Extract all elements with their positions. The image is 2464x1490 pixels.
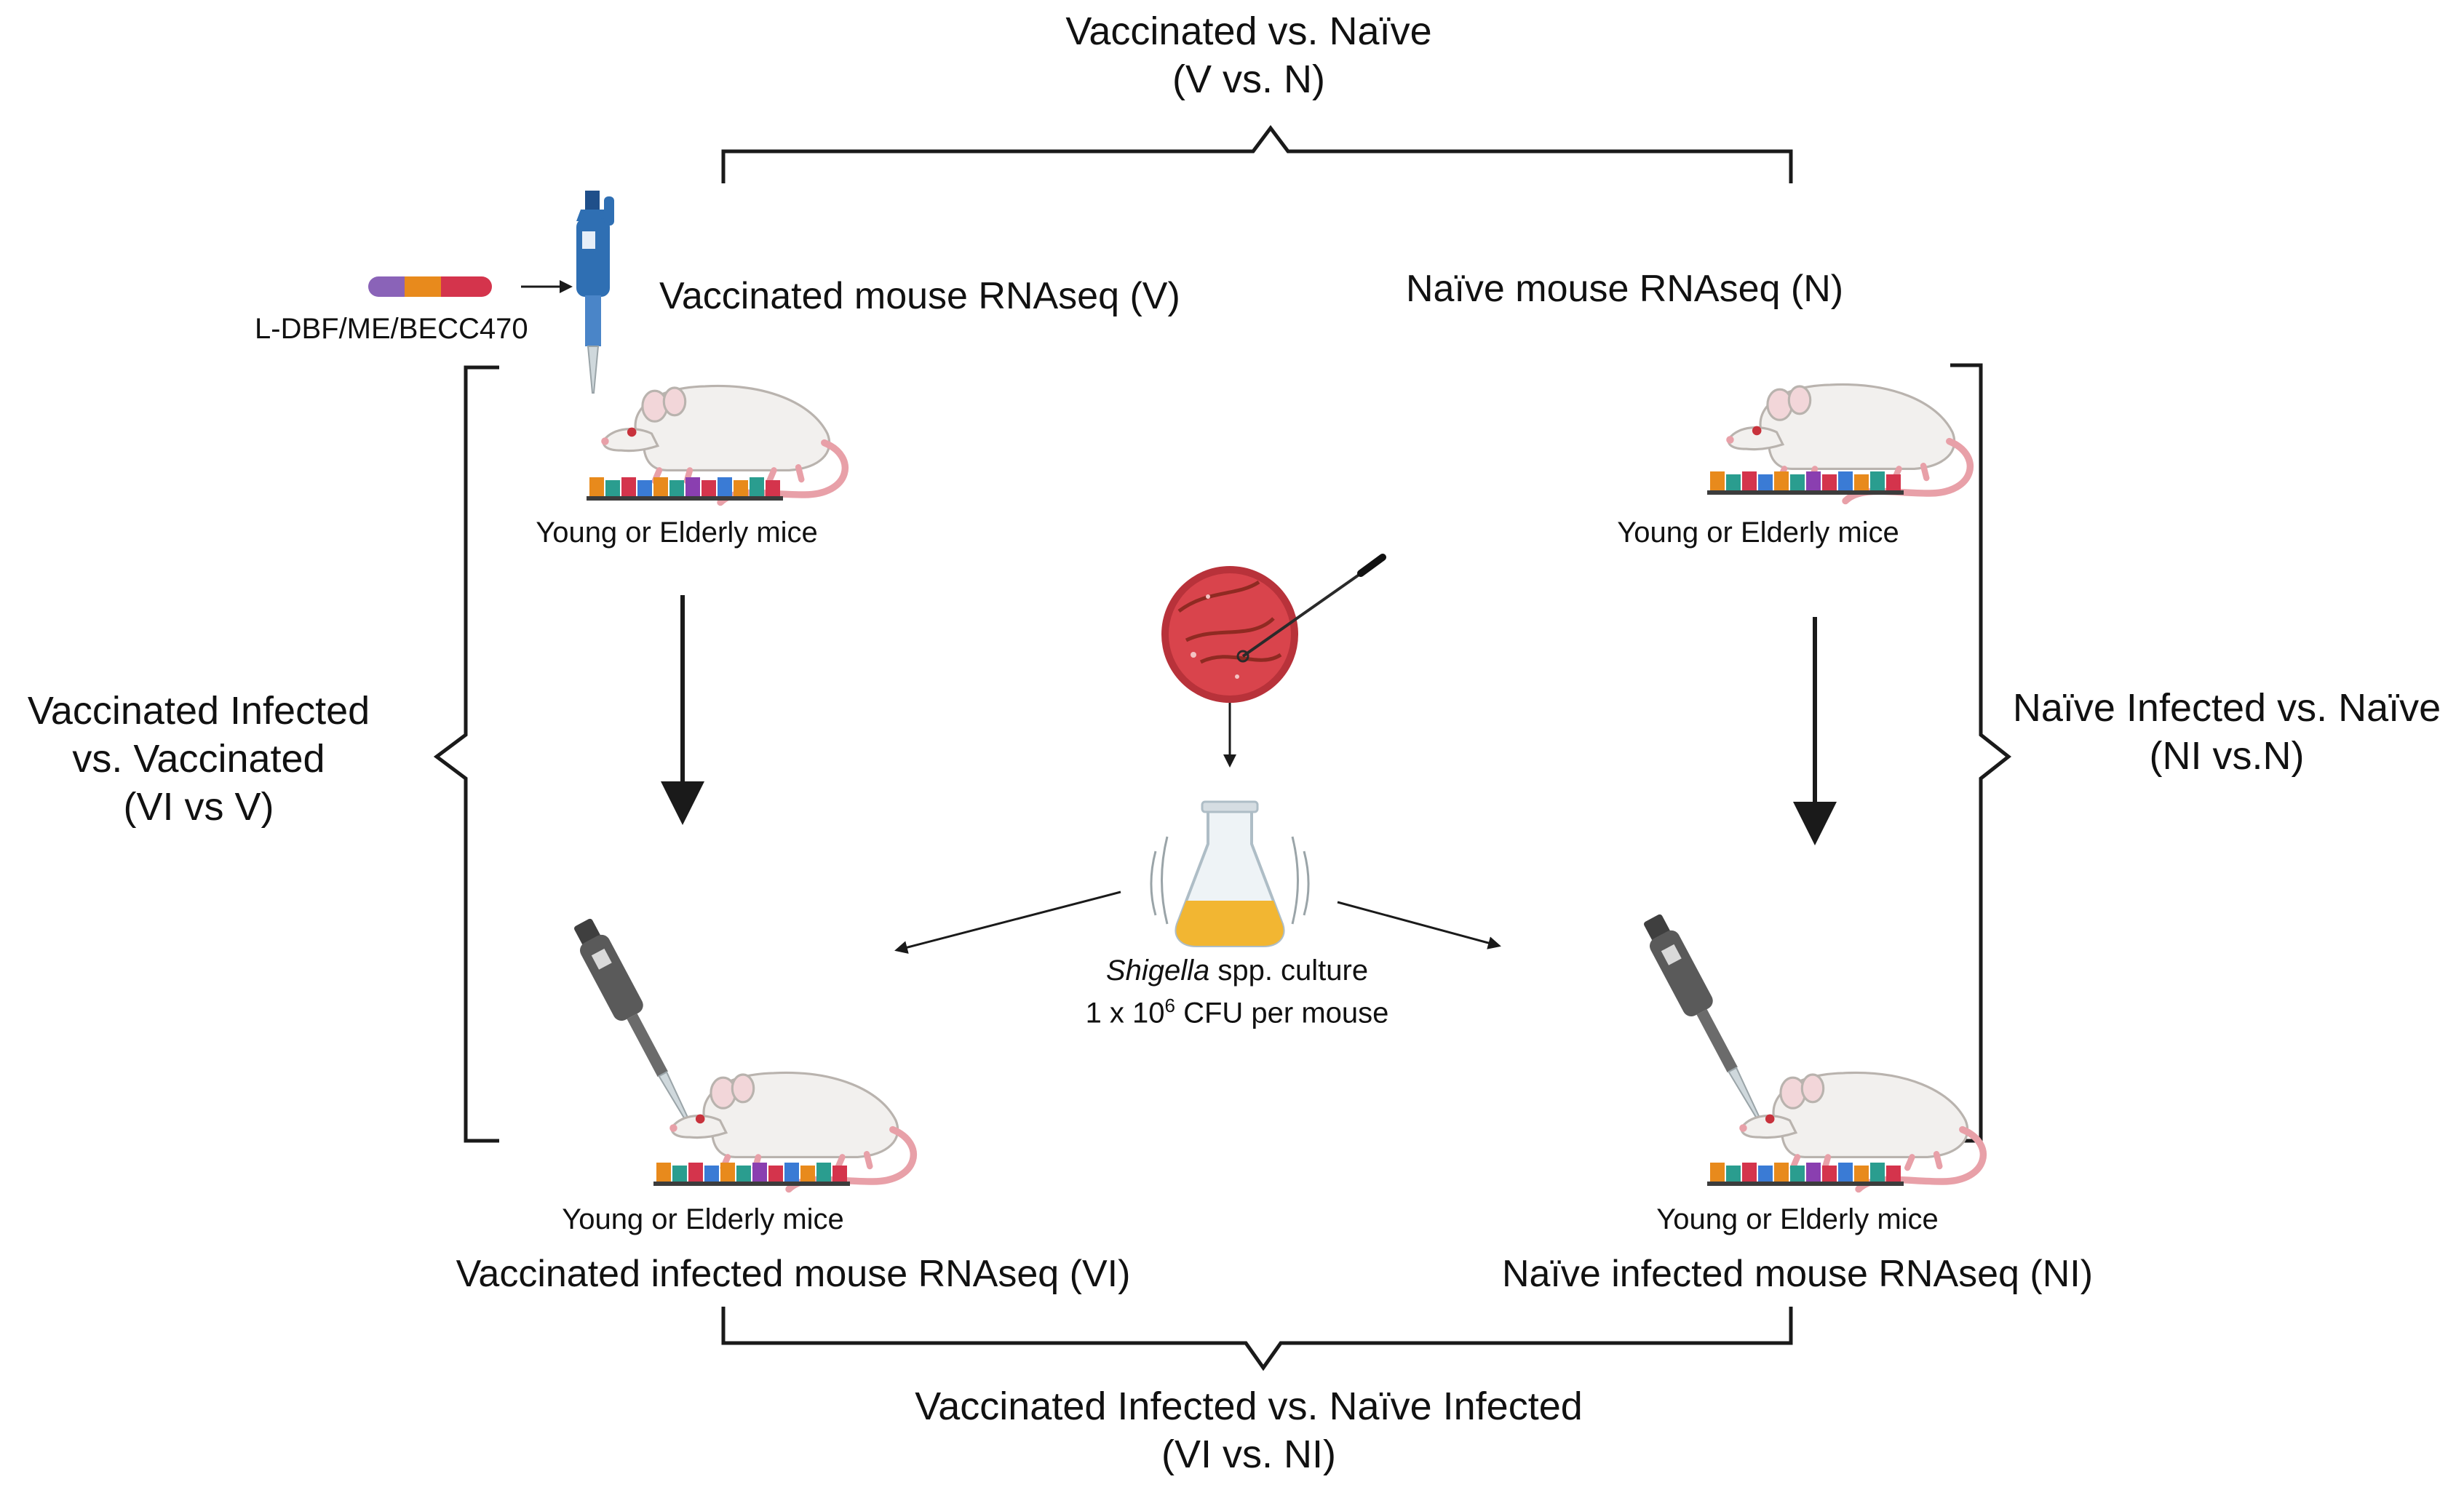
- dose-suffix: CFU per mouse: [1175, 997, 1389, 1029]
- naive-infected-group-title: Naïve infected mouse RNAseq (NI): [1501, 1253, 2094, 1295]
- naive-group-title: Naïve mouse RNAseq (N): [1406, 268, 1844, 310]
- mouse-caption-naive-infected: Young or Elderly mice: [1656, 1203, 1939, 1235]
- culture-label: Shigella spp. culture 1 x 106 CFU per mo…: [1033, 953, 1441, 1030]
- rna-sequence-icon: [1707, 1163, 1904, 1186]
- rna-sequence-icon: [1707, 471, 1904, 495]
- arrow-culture-to-naive-infected: [1337, 901, 1501, 949]
- right-comparison-label: Naïve Infected vs. Naïve (NI vs.N): [2012, 686, 2441, 778]
- dose-prefix: 1 x 10: [1085, 997, 1165, 1029]
- syringe-pipette-icon: [576, 191, 614, 394]
- arrow-culture-to-vaccinated-infected: [894, 891, 1121, 954]
- culture-flask-icon: [1150, 800, 1310, 947]
- adjuvant-capsule-icon: [368, 276, 492, 297]
- dose-exponent: 6: [1164, 995, 1175, 1016]
- syringe-pipette-icon: [1637, 909, 1780, 1139]
- top-comparison-label: Vaccinated vs. Naïve (V vs. N): [1065, 9, 1432, 101]
- mouse-caption-naive: Young or Elderly mice: [1617, 517, 1899, 549]
- mouse-caption-vaccinated: Young or Elderly mice: [536, 517, 818, 549]
- vaccinated-group-title: Vaccinated mouse RNAseq (V): [659, 275, 1180, 317]
- organism-name: Shigella: [1105, 955, 1210, 987]
- mouse-caption-vaccinated-infected: Young or Elderly mice: [562, 1203, 844, 1235]
- bottom-bracket: [721, 1307, 1793, 1371]
- culture-suffix: spp. culture: [1209, 955, 1369, 987]
- left-bracket: [433, 365, 499, 1143]
- bottom-comparison-label: Vaccinated Infected vs. Naïve Infected (…: [915, 1385, 1583, 1476]
- vaccine-adjuvant-label: L-DBF/ME/BECC470: [255, 313, 528, 345]
- syringe-pipette-icon: [567, 914, 710, 1143]
- rna-sequence-icon: [653, 1163, 850, 1186]
- vaccinated-infected-group-title: Vaccinated infected mouse RNAseq (VI): [456, 1253, 1131, 1295]
- left-comparison-label: Vaccinated Infected vs. Vaccinated (VI v…: [27, 689, 370, 829]
- top-bracket: [721, 124, 1793, 183]
- petri-dish-icon: [1161, 554, 1386, 703]
